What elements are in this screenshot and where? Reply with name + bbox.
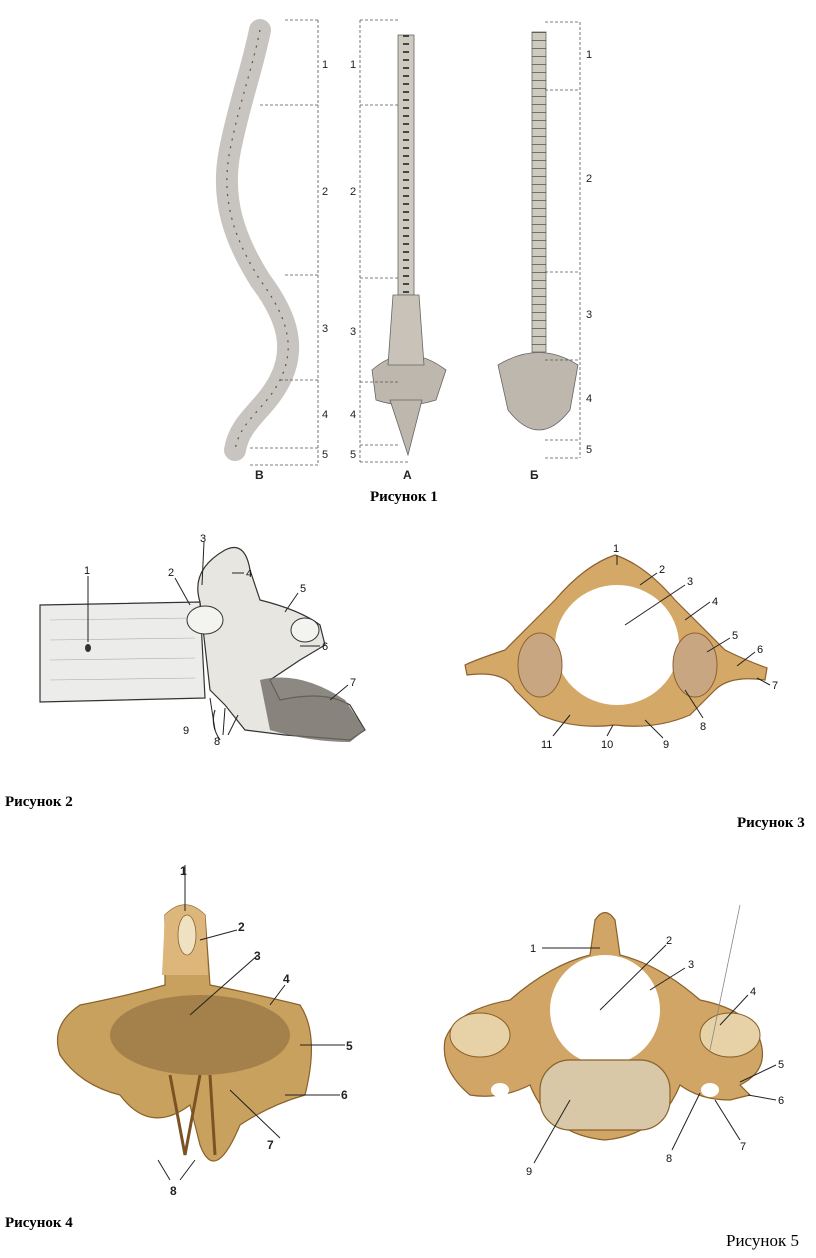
lateral-region-5: 5: [322, 449, 328, 461]
view-label-a: А: [403, 468, 412, 480]
fig3-label-5: 5: [732, 630, 738, 642]
figure-4-axis: 1 2 3 4 5 6 7 8: [40, 855, 380, 1210]
figure-3-caption: Рисунок 3: [737, 815, 805, 831]
fig3-label-11: 11: [541, 739, 552, 751]
fig2-label-2: 2: [168, 567, 174, 579]
fig5-label-5: 5: [778, 1059, 784, 1071]
anterior-region-4: 4: [350, 409, 356, 421]
view-label-v: В: [255, 468, 264, 480]
fig4-label-6: 6: [341, 1088, 348, 1102]
fig5-label-1: 1: [530, 943, 536, 955]
cervical-vertebra-illustration: 1 2 3 4 5 6 7 8 9: [443, 904, 784, 1178]
fig3-label-2: 2: [659, 564, 665, 576]
fig5-label-9: 9: [526, 1166, 532, 1178]
figure-1-spine: 1 2 3 4 5 1 2 3 4 5 1 2 3 4 5 В А Б: [200, 10, 610, 482]
region-brackets-anterior: [359, 19, 410, 463]
spine-lateral-view: [215, 19, 300, 461]
view-label-b: Б: [530, 468, 539, 480]
figure-5-caption: Рисунок 5: [726, 1231, 799, 1250]
fig5-label-3: 3: [688, 959, 694, 971]
fig3-label-6: 6: [757, 644, 763, 656]
fig4-label-7: 7: [267, 1138, 274, 1152]
fig4-label-4: 4: [283, 972, 290, 986]
vertebra-lateral-illustration: 1 2 3 4 5 6 7 8 9: [39, 533, 366, 748]
figure-4-caption: Рисунок 4: [5, 1215, 73, 1231]
spine-posterior-view: [497, 31, 579, 431]
fig5-label-4: 4: [750, 986, 756, 998]
fig3-label-4: 4: [712, 596, 718, 608]
lateral-region-3: 3: [322, 323, 328, 335]
figure-2-vertebra-lateral: 1 2 3 4 5 6 7 8 9: [30, 530, 380, 780]
anterior-region-3: 3: [350, 326, 356, 338]
fig4-label-8: 8: [170, 1184, 177, 1198]
fig2-label-6: 6: [322, 641, 328, 653]
lateral-region-4: 4: [322, 409, 328, 421]
spine-illustration: 1 2 3 4 5 1 2 3 4 5 1 2 3 4 5 В А Б: [215, 19, 592, 482]
fig2-label-4: 4: [246, 568, 252, 580]
fig2-label-1: 1: [84, 565, 90, 577]
fig5-label-2: 2: [666, 935, 672, 947]
fig4-label-1: 1: [180, 864, 187, 878]
fig4-label-3: 3: [254, 949, 261, 963]
fig5-label-8: 8: [666, 1153, 672, 1165]
fig3-label-1: 1: [613, 543, 619, 555]
fig5-label-6: 6: [778, 1095, 784, 1107]
region-brackets-lateral: [250, 19, 319, 466]
atlas-illustration: 1 2 3 4 5 6 7 8 9 10 11: [464, 543, 778, 751]
fig2-label-3: 3: [200, 533, 206, 545]
figure-3-atlas: 1 2 3 4 5 6 7 8 9 10 11: [445, 540, 790, 760]
fig4-label-5: 5: [346, 1039, 353, 1053]
fig3-label-10: 10: [601, 739, 613, 751]
fig2-label-9: 9: [183, 725, 189, 737]
fig4-label-2: 2: [238, 920, 245, 934]
fig2-label-7: 7: [350, 677, 356, 689]
figure-2-caption: Рисунок 2: [5, 794, 73, 810]
fig3-label-3: 3: [687, 576, 693, 588]
fig5-label-7: 7: [740, 1141, 746, 1153]
figure-5-cervical-vertebra: 1 2 3 4 5 6 7 8 9: [430, 900, 800, 1190]
figure-1-caption: Рисунок 1: [370, 489, 438, 505]
posterior-region-1: 1: [586, 49, 592, 61]
anterior-region-5: 5: [350, 449, 356, 461]
fig3-label-8: 8: [700, 721, 706, 733]
fig3-label-9: 9: [663, 739, 669, 751]
posterior-region-2: 2: [586, 173, 592, 185]
region-brackets-posterior: [545, 21, 581, 459]
posterior-region-4: 4: [586, 393, 592, 405]
fig3-label-7: 7: [772, 680, 778, 692]
fig2-label-5: 5: [300, 583, 306, 595]
lateral-region-2: 2: [322, 186, 328, 198]
fig2-label-8: 8: [214, 736, 220, 748]
spine-anterior-view: [371, 34, 447, 457]
posterior-region-5: 5: [586, 444, 592, 456]
lateral-region-1: 1: [322, 59, 328, 71]
posterior-region-3: 3: [586, 309, 592, 321]
anterior-region-1: 1: [350, 59, 356, 71]
axis-illustration: 1 2 3 4 5 6 7 8: [56, 864, 353, 1198]
anterior-region-2: 2: [350, 186, 356, 198]
